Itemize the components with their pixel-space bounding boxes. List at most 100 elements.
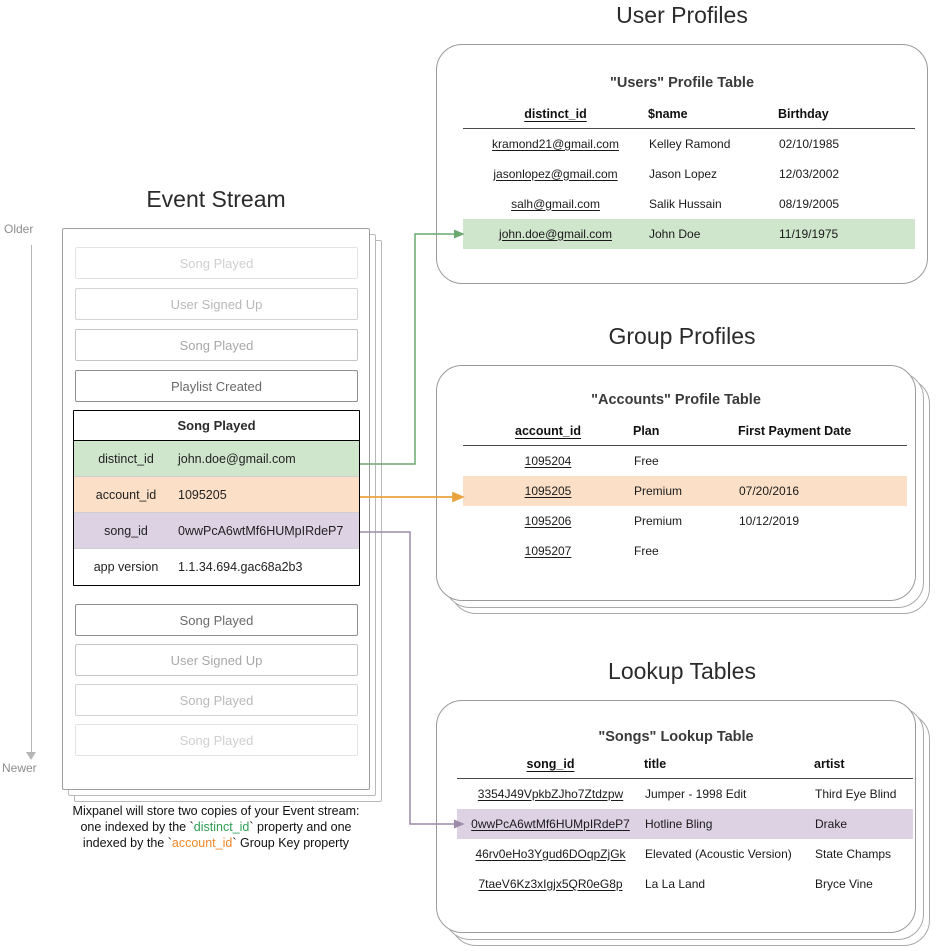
event-property-row-song-id[interactable]: song_id 0wwPcA6wtMf6HUMpIRdeP7 bbox=[74, 513, 359, 549]
cell-plan: Free bbox=[634, 453, 659, 468]
caption-line-2-post: ` property and one bbox=[249, 820, 352, 834]
event-label: User Signed Up bbox=[170, 296, 263, 312]
table-row-highlighted[interactable]: john.doe@gmail.com John Doe 11/19/1975 bbox=[463, 218, 915, 249]
event-property-row-account-id[interactable]: account_id 1095205 bbox=[74, 477, 359, 513]
event-item[interactable]: Song Played bbox=[75, 247, 358, 279]
cell-first-payment-date bbox=[738, 446, 907, 476]
property-value: 1095205 bbox=[178, 487, 227, 502]
cell-birthday: 02/10/1985 bbox=[779, 136, 840, 151]
table-row[interactable]: kramond21@gmail.com Kelley Ramond 02/10/… bbox=[463, 129, 915, 159]
column-header-song-id: song_id bbox=[526, 757, 575, 771]
column-header-name: $name bbox=[648, 107, 688, 121]
cell-title: Jumper - 1998 Edit bbox=[645, 786, 747, 801]
table-row[interactable]: 1095207 Free bbox=[463, 536, 907, 566]
property-key: app version bbox=[93, 560, 159, 574]
table-header-row: account_id Plan First Payment Date bbox=[463, 424, 907, 446]
event-property-row-distinct-id[interactable]: distinct_id john.doe@gmail.com bbox=[74, 441, 359, 477]
cell-plan: Free bbox=[634, 543, 659, 558]
table-header-row: distinct_id $name Birthday bbox=[463, 107, 915, 129]
event-item[interactable]: User Signed Up bbox=[75, 288, 358, 320]
event-item[interactable]: Song Played bbox=[75, 684, 358, 716]
caption-line-3: indexed by the `account_id` Group Key pr… bbox=[30, 835, 402, 851]
table-row[interactable]: jasonlopez@gmail.com Jason Lopez 12/03/2… bbox=[463, 159, 915, 189]
property-value: 0wwPcA6wtMf6HUMpIRdeP7 bbox=[178, 523, 344, 538]
property-value: john.doe@gmail.com bbox=[178, 451, 296, 466]
event-item[interactable]: User Signed Up bbox=[75, 644, 358, 676]
table-row[interactable]: 7taeV6Kz3xIgjx5QR0eG8p La La Land Bryce … bbox=[457, 869, 913, 899]
distinct-id-token: distinct_id bbox=[193, 820, 250, 834]
songs-table-title: "Songs" Lookup Table bbox=[598, 729, 754, 745]
event-label: Playlist Created bbox=[170, 378, 263, 394]
time-axis-arrow-icon bbox=[26, 752, 36, 760]
event-label: User Signed Up bbox=[170, 652, 263, 668]
event-label: Song Played bbox=[179, 692, 254, 708]
users-table: distinct_id $name Birthday kramond21@gma… bbox=[463, 107, 915, 249]
table-row[interactable]: 1095206 Premium 10/12/2019 bbox=[463, 506, 907, 536]
caption-line-2-pre: one indexed by the ` bbox=[80, 820, 194, 834]
cell-account-id: 1095205 bbox=[463, 475, 633, 506]
songs-table: song_id title artist 3354J49VpkbZJho7Ztd… bbox=[457, 757, 913, 899]
accounts-table-title: "Accounts" Profile Table bbox=[591, 392, 761, 408]
cell-distinct-id: john.doe@gmail.com bbox=[463, 218, 648, 249]
cell-birthday: 11/19/1975 bbox=[778, 218, 915, 249]
table-row-highlighted[interactable]: 0wwPcA6wtMf6HUMpIRdeP7 Hotline Bling Dra… bbox=[457, 808, 913, 839]
caption-line-3-post: ` Group Key property bbox=[232, 836, 350, 850]
caption-line-1: Mixpanel will store two copies of your E… bbox=[72, 804, 360, 818]
event-item[interactable]: Playlist Created bbox=[75, 370, 358, 402]
cell-birthday: 08/19/2005 bbox=[779, 196, 840, 211]
event-property-row-app-version[interactable]: app version 1.1.34.694.gac68a2b3 bbox=[74, 549, 359, 585]
column-header-account-id: account_id bbox=[515, 424, 581, 438]
event-label: Song Played bbox=[179, 732, 254, 748]
column-header-artist: artist bbox=[814, 757, 845, 771]
cell-song-id: 46rv0eHo3Ygud6DOqpZjGk bbox=[475, 846, 626, 861]
table-row-highlighted[interactable]: 1095205 Premium 07/20/2016 bbox=[463, 475, 907, 506]
cell-plan: Premium bbox=[633, 475, 738, 506]
event-item[interactable]: Song Played bbox=[75, 604, 358, 636]
cell-song-id: 7taeV6Kz3xIgjx5QR0eG8p bbox=[478, 876, 623, 891]
cell-distinct-id: jasonlopez@gmail.com bbox=[493, 166, 618, 181]
cell-name: Jason Lopez bbox=[649, 166, 718, 181]
caption: Mixpanel will store two copies of your E… bbox=[30, 803, 402, 851]
column-header-birthday: Birthday bbox=[778, 107, 829, 121]
songs-lookup-card: "Songs" Lookup Table song_id title artis… bbox=[436, 700, 916, 933]
cell-artist: Bryce Vine bbox=[815, 876, 873, 891]
cell-account-id: 1095207 bbox=[524, 543, 572, 558]
property-key: distinct_id bbox=[98, 451, 154, 466]
property-key: account_id bbox=[95, 487, 157, 502]
accounts-profile-card: "Accounts" Profile Table account_id Plan… bbox=[436, 365, 916, 601]
event-item[interactable]: Song Played bbox=[75, 724, 358, 756]
group-profiles-title: Group Profiles bbox=[608, 323, 756, 349]
users-table-title: "Users" Profile Table bbox=[609, 75, 755, 91]
axis-label-older: Older bbox=[4, 222, 34, 236]
cell-account-id: 1095204 bbox=[524, 453, 572, 468]
table-header-row: song_id title artist bbox=[457, 757, 913, 779]
cell-plan: Premium bbox=[634, 513, 683, 528]
table-row[interactable]: 46rv0eHo3Ygud6DOqpZjGk Elevated (Acousti… bbox=[457, 839, 913, 869]
cell-first-payment-date: 10/12/2019 bbox=[739, 513, 800, 528]
column-header-title: title bbox=[644, 757, 667, 771]
property-value: 1.1.34.694.gac68a2b3 bbox=[178, 560, 303, 574]
cell-title: La La Land bbox=[645, 876, 706, 891]
cell-artist: Drake bbox=[814, 808, 913, 839]
event-item[interactable]: Song Played bbox=[75, 329, 358, 361]
table-row[interactable]: salh@gmail.com Salik Hussain 08/19/2005 bbox=[463, 189, 915, 219]
cell-name: John Doe bbox=[648, 218, 778, 249]
event-label: Song Played bbox=[179, 337, 254, 353]
event-stream-title: Event Stream bbox=[146, 186, 286, 212]
time-axis-line bbox=[31, 245, 32, 755]
table-row[interactable]: 3354J49VpkbZJho7Ztdzpw Jumper - 1998 Edi… bbox=[457, 779, 913, 809]
cell-artist: Third Eye Blind bbox=[815, 786, 897, 801]
account-id-token: account_id bbox=[171, 836, 233, 850]
cell-first-payment-date bbox=[738, 536, 907, 566]
cell-name: Kelley Ramond bbox=[649, 136, 731, 151]
cell-account-id: 1095206 bbox=[524, 513, 572, 528]
cell-first-payment-date: 07/20/2016 bbox=[738, 475, 907, 506]
event-label: Song Played bbox=[179, 612, 254, 628]
selected-event-card[interactable]: Song Played distinct_id john.doe@gmail.c… bbox=[73, 410, 360, 586]
table-row[interactable]: 1095204 Free bbox=[463, 446, 907, 476]
caption-line-3-pre: indexed by the ` bbox=[82, 836, 172, 850]
lookup-tables-title: Lookup Tables bbox=[608, 658, 756, 684]
caption-line-2: one indexed by the `distinct_id` propert… bbox=[30, 819, 402, 835]
cell-title: Elevated (Acoustic Version) bbox=[645, 846, 792, 861]
